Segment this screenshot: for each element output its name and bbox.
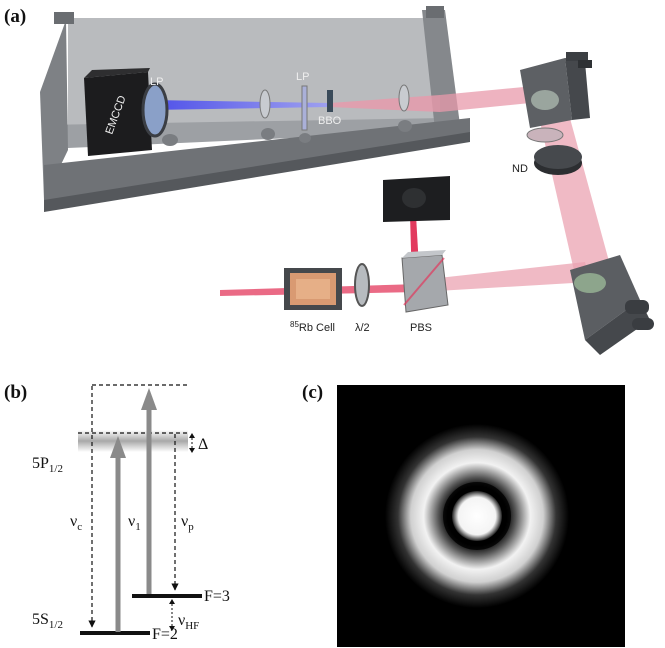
enclosure-front-edge	[44, 132, 470, 212]
svg-text:ν1: ν1	[128, 513, 141, 533]
emccd-body	[84, 72, 152, 156]
nu-c-label: ν	[70, 513, 77, 530]
level-5s-sub: 1/2	[49, 619, 63, 631]
beams	[150, 85, 610, 296]
svg-text:νp: νp	[181, 513, 194, 533]
svg-text:νc: νc	[70, 513, 82, 533]
lens	[398, 84, 410, 112]
slm-screen	[383, 176, 450, 222]
bbo-crystal	[327, 90, 333, 112]
level-5p-sub: 1/2	[49, 463, 63, 475]
arrow-nu-1-left-head	[110, 436, 126, 458]
enclosure-corner-post	[54, 12, 74, 24]
panel-a: (a) EMCCD LP	[4, 6, 654, 355]
panel-b: (b) Δ 5P1/2 5S1/2 F=2 F=3 νc	[4, 382, 230, 643]
red-beam-down	[535, 100, 610, 275]
rb-cell-isotope: 85	[290, 320, 299, 329]
nu-1-sub: 1	[135, 521, 141, 533]
panel-b-label: (b)	[4, 382, 27, 403]
svg-text:5S1/2: 5S1/2	[32, 611, 63, 631]
svg-text:85Rb Cell: 85Rb Cell	[290, 320, 335, 334]
pbs-cube: PBS	[401, 250, 449, 334]
nu-c-sub: c	[77, 521, 82, 533]
enclosure-corner-post	[426, 6, 444, 18]
mirror	[574, 273, 606, 293]
f2-label: F=2	[152, 626, 178, 643]
panel-a-label: (a)	[4, 6, 26, 27]
panel-c: (c)	[302, 382, 625, 647]
lens	[259, 89, 271, 119]
knob	[625, 300, 649, 314]
blue-beam	[150, 100, 330, 110]
excited-band	[78, 430, 188, 452]
nd-label: ND	[512, 163, 528, 175]
rb-cell: 85Rb Cell	[284, 268, 342, 334]
knob	[578, 60, 592, 68]
mirror-mount-top	[520, 52, 592, 143]
level-5p-label: 5P	[32, 455, 49, 472]
polarizer-mid	[301, 85, 308, 131]
red-beam-inside	[330, 95, 440, 112]
optics-inside: LP BBO	[162, 71, 412, 146]
enclosure-left-wall	[40, 20, 68, 200]
lp-mid-label: LP	[296, 71, 309, 83]
mirror-mount-bottom	[570, 255, 654, 355]
nu-p-label: ν	[181, 513, 188, 530]
nu-p-sub: p	[188, 521, 194, 533]
level-5s-label: 5S	[32, 611, 49, 628]
half-wave-plate: λ/2	[354, 263, 370, 334]
arrow-nu-1-right-head	[141, 388, 157, 410]
bbo-label: BBO	[318, 115, 342, 127]
svg-text:5P1/2: 5P1/2	[32, 455, 63, 475]
delta-label: Δ	[198, 436, 208, 453]
nd-filter: ND	[512, 145, 582, 175]
panel-c-label: (c)	[302, 382, 323, 403]
emccd-camera: EMCCD LP	[84, 68, 169, 156]
nu-1-label: ν	[128, 513, 135, 530]
mirror	[531, 90, 559, 110]
pbs-label: PBS	[410, 322, 432, 334]
vortex-core	[452, 491, 502, 541]
svg-text:νHF: νHF	[178, 612, 199, 632]
nu-hf-sub: HF	[185, 620, 199, 632]
lp-left-label: LP	[150, 76, 163, 88]
red-beam-to-pbs	[420, 262, 590, 292]
half-wave-label: λ/2	[355, 322, 370, 334]
f3-label: F=3	[204, 588, 230, 605]
rb-cell-label: Rb Cell	[299, 322, 335, 334]
knob	[632, 318, 654, 330]
half-wave-plate-disc	[354, 263, 370, 307]
emccd-lens	[141, 82, 169, 138]
pbs-front	[401, 254, 449, 313]
nu-hf-label: ν	[178, 612, 185, 629]
